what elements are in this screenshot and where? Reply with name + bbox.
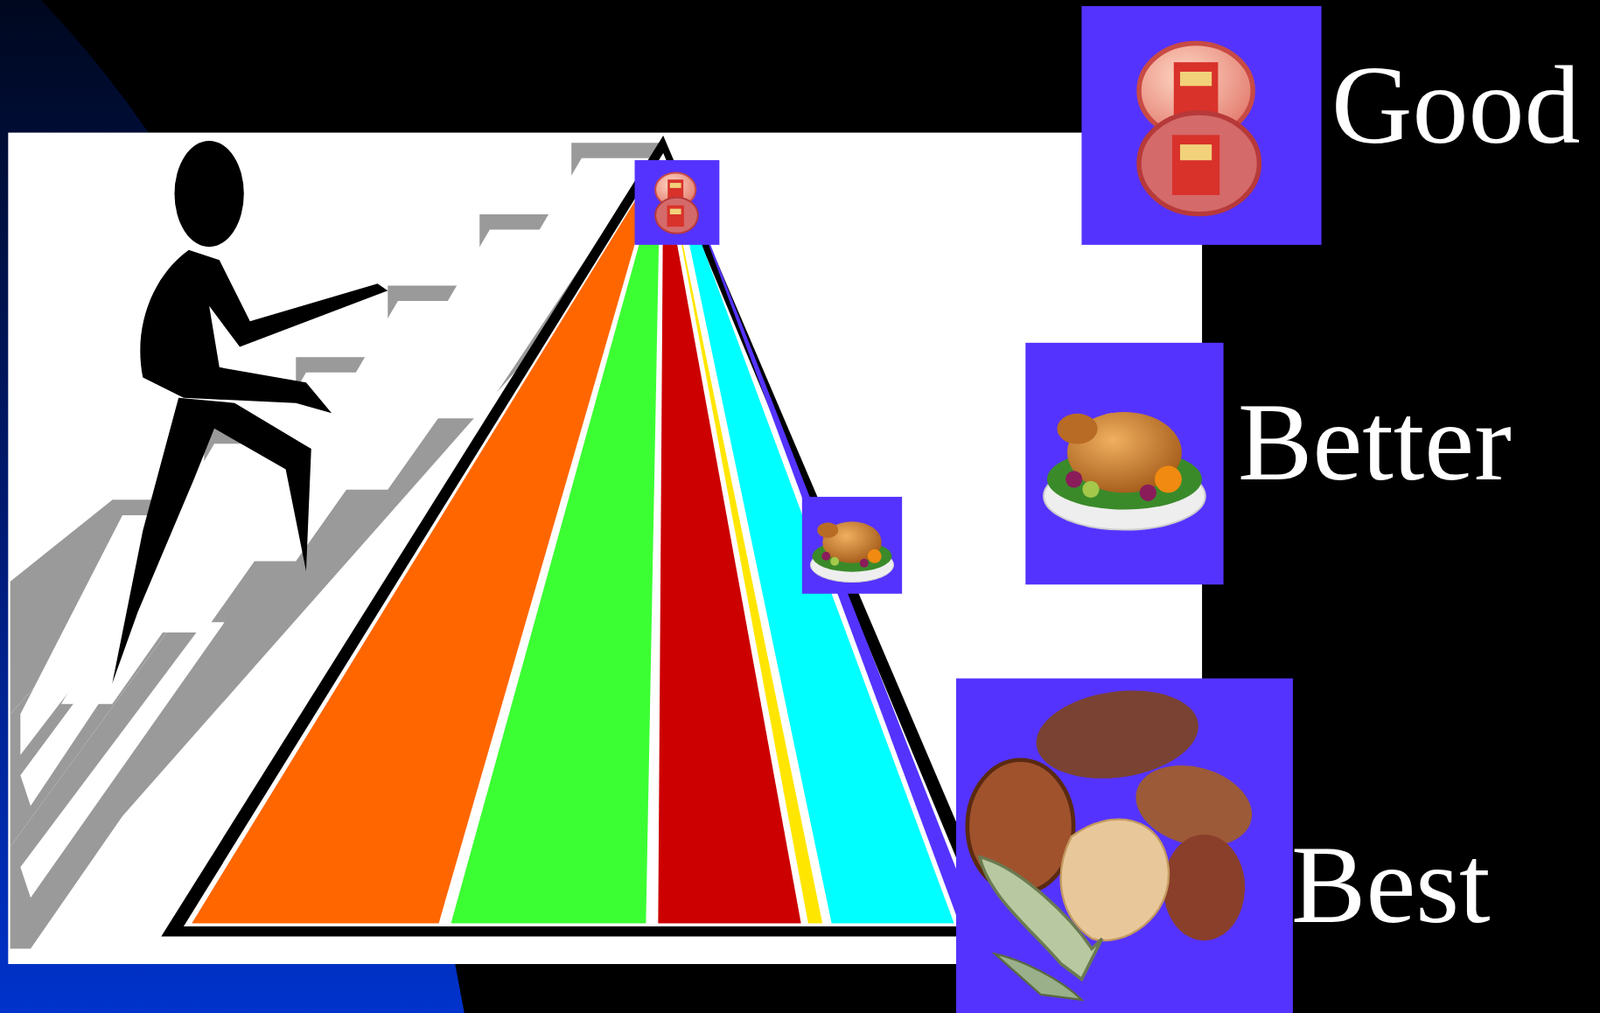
small-turkey [810, 521, 894, 582]
rank-label: Best [1291, 828, 1491, 941]
pyramid-inner [183, 153, 986, 927]
best-square [956, 677, 1293, 1013]
stick-figure [111, 140, 388, 684]
nuts-fish-chicken [967, 680, 1262, 1000]
turkey-square [1025, 342, 1223, 585]
green-band [451, 167, 661, 923]
ham-photo [1138, 42, 1259, 214]
turkey-photo [1043, 412, 1206, 531]
cyan-band [673, 167, 955, 923]
white-panel [7, 132, 1202, 965]
pyramid-outline [160, 135, 1006, 937]
small-ham-square [635, 160, 720, 245]
rank-label: Better [1237, 385, 1512, 498]
purple-band [681, 171, 978, 923]
small-turkey-square [802, 496, 902, 594]
ham-square [1081, 6, 1321, 245]
stairs [10, 142, 664, 949]
rank-label: Good [1331, 48, 1580, 161]
small-ham [655, 173, 699, 234]
